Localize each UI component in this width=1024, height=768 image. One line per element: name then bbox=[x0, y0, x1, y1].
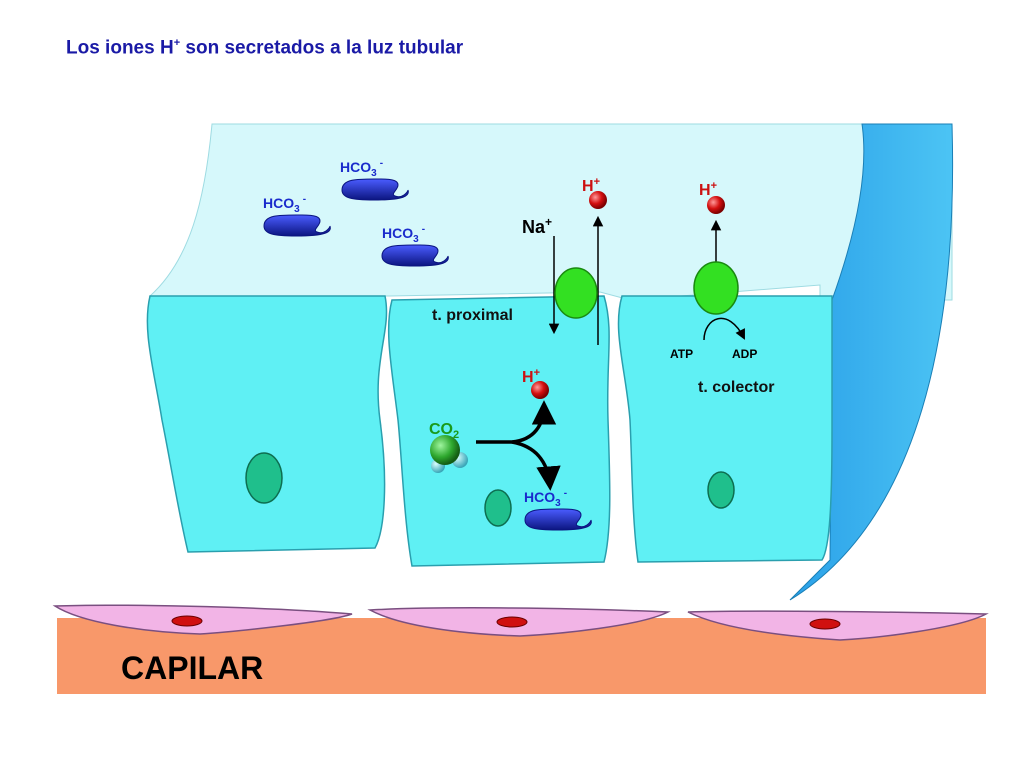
endothelial-nucleus bbox=[809, 618, 841, 630]
endothelial-nucleus bbox=[496, 616, 528, 628]
bicarbonate-ion bbox=[524, 508, 592, 531]
reaction-arrow-hco3 bbox=[511, 440, 561, 491]
proximal-label: t. proximal bbox=[432, 307, 513, 324]
page-title: Los iones H+ son secretados a la luz tub… bbox=[66, 37, 464, 59]
tubular-lumen bbox=[148, 123, 953, 301]
na-h-exchanger bbox=[554, 267, 598, 319]
proton-ion bbox=[707, 196, 725, 214]
h-label: H+ bbox=[699, 180, 717, 199]
na-label: Na+ bbox=[522, 215, 552, 237]
hco3-label: HCO3- bbox=[340, 158, 383, 179]
epithelial-cell-left bbox=[146, 295, 388, 553]
h-label: H+ bbox=[522, 367, 540, 386]
co2-molecule bbox=[430, 435, 468, 473]
nucleus bbox=[707, 471, 735, 509]
atp-label: ATP bbox=[670, 347, 693, 361]
atp-adp-arrow bbox=[703, 317, 745, 341]
proton-ion bbox=[589, 191, 607, 209]
co2-label: CO2 bbox=[429, 421, 459, 441]
h-atpase-pump bbox=[693, 261, 739, 315]
bicarbonate-ion bbox=[341, 178, 409, 201]
hco3-label: HCO3- bbox=[382, 224, 425, 245]
endothelial-nucleus bbox=[171, 615, 203, 627]
h-label: H+ bbox=[582, 176, 600, 195]
nucleus bbox=[245, 452, 283, 504]
adp-label: ADP bbox=[732, 347, 757, 361]
capilar-label: CAPILAR bbox=[121, 650, 263, 686]
bicarbonate-ion bbox=[381, 244, 449, 267]
hco3-label: HCO3- bbox=[524, 488, 567, 509]
epithelial-cell-collector bbox=[617, 295, 833, 563]
collector-label: t. colector bbox=[698, 379, 774, 396]
bicarbonate-ion bbox=[263, 214, 331, 237]
endothelial-cell bbox=[52, 604, 353, 635]
hco3-label: HCO3- bbox=[263, 194, 306, 215]
nucleus bbox=[484, 489, 512, 527]
epithelial-cell-proximal bbox=[387, 295, 611, 567]
proton-ion bbox=[531, 381, 549, 399]
